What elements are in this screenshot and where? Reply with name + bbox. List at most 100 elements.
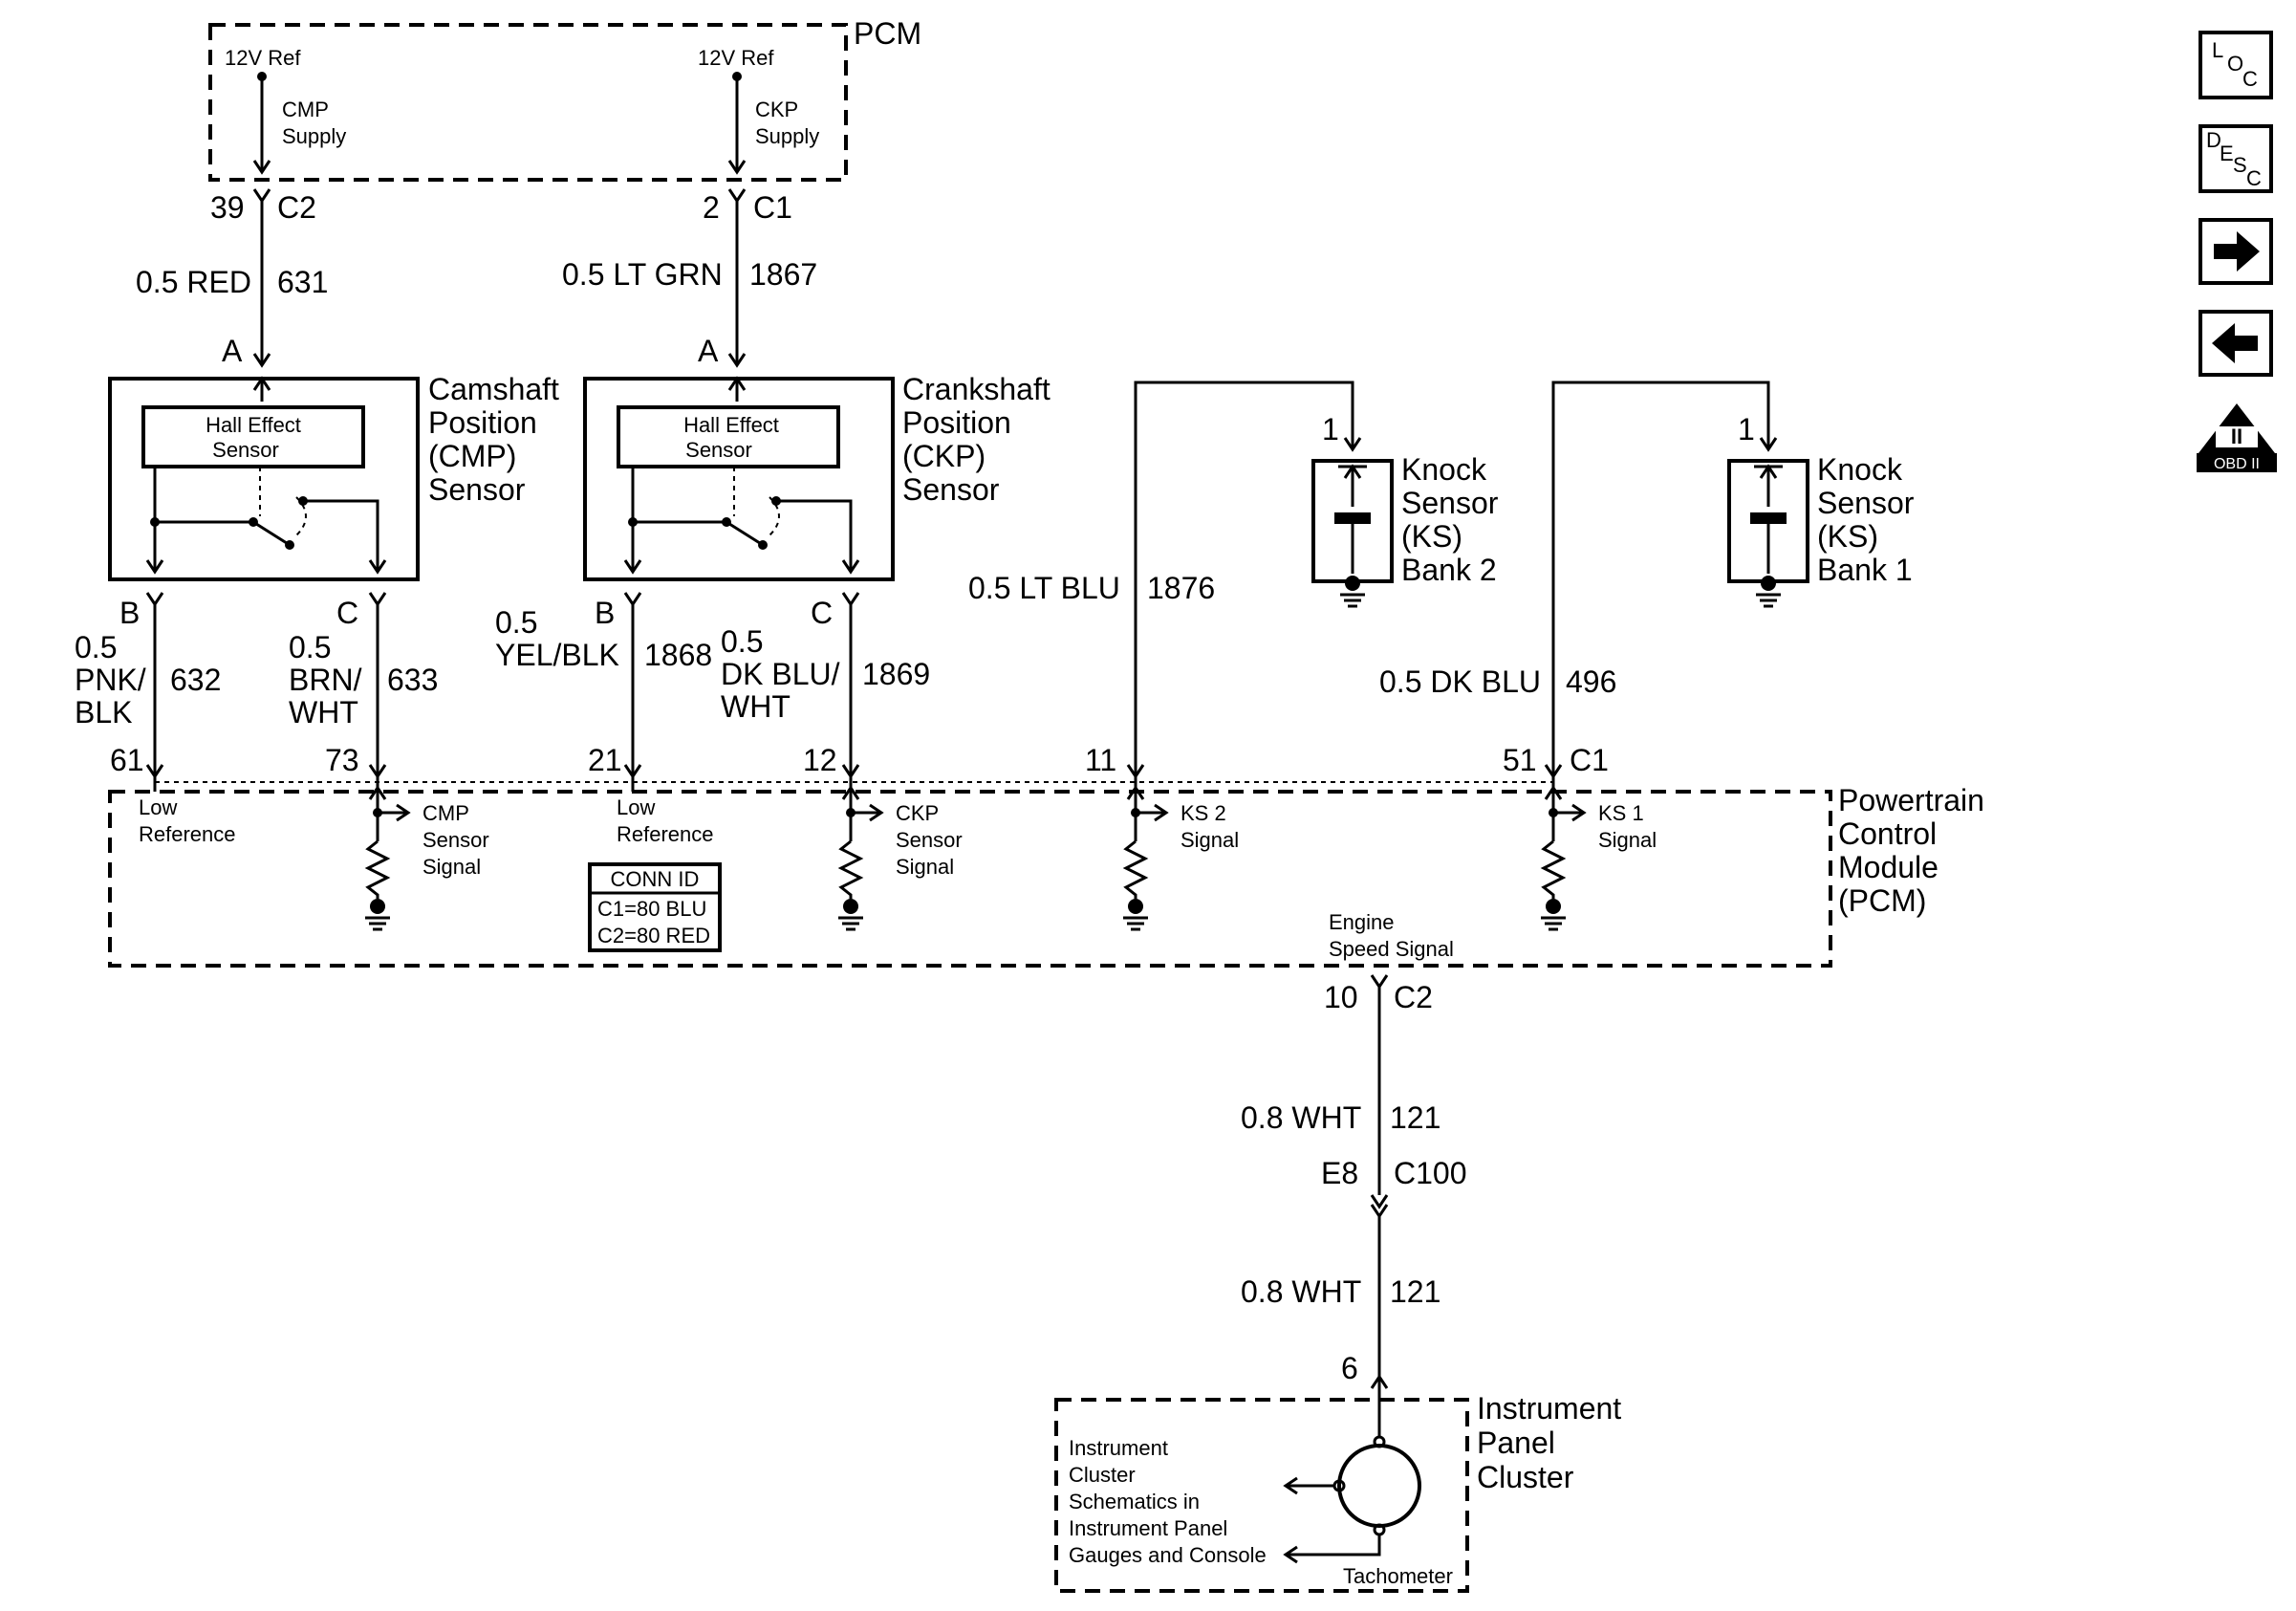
cluster-title-1: Instrument bbox=[1477, 1391, 1621, 1426]
cmp-hall-effect-box bbox=[141, 405, 365, 468]
pin-39: 39 bbox=[210, 190, 245, 225]
ckp-term-c: C bbox=[811, 596, 833, 630]
description-button[interactable]: D E S C bbox=[2199, 124, 2273, 193]
svg-text:E: E bbox=[2220, 142, 2234, 165]
wire-632-gauge-3: BLK bbox=[75, 695, 132, 729]
conn-id-c2: C2=80 RED bbox=[597, 924, 710, 947]
engine-speed-label-2: Speed Signal bbox=[1329, 937, 1454, 961]
engine-speed-label-1: Engine bbox=[1329, 910, 1395, 934]
cmp-signal-label-2: Sensor bbox=[422, 828, 489, 852]
svg-text:S: S bbox=[2233, 153, 2247, 177]
ckp-title-2: Position bbox=[902, 405, 1011, 440]
ckp-term-a: A bbox=[698, 334, 719, 368]
wire-633-gauge-2: BRN/ bbox=[289, 663, 362, 697]
ckp-input-ground-icon bbox=[838, 916, 863, 931]
pcm-title-2: Control bbox=[1838, 816, 1937, 851]
ckp-title-3: (CKP) bbox=[902, 439, 986, 473]
location-button[interactable]: L O C bbox=[2199, 31, 2273, 99]
ks2-title-1: Knock bbox=[1401, 452, 1487, 487]
wire-1868-gauge-1: 0.5 bbox=[495, 605, 537, 640]
pcm-pin-connector-symbols bbox=[145, 764, 1563, 779]
cluster-arrow-upper bbox=[1283, 1476, 1334, 1495]
wire-1869-gauge-2: DK BLU/ bbox=[721, 657, 840, 691]
pcm-tach-connector-symbol bbox=[1370, 974, 1389, 990]
ckp-input-circuit bbox=[837, 776, 884, 931]
pcm-conn-c1: C1 bbox=[1570, 743, 1609, 777]
wire-632-gauge-1: 0.5 bbox=[75, 630, 117, 664]
inline-conn-c100: C100 bbox=[1394, 1156, 1467, 1190]
wire-1869-gauge-1: 0.5 bbox=[721, 624, 763, 659]
ks2-ground-icon bbox=[1340, 593, 1365, 608]
wire-1868-gauge-2: YEL/BLK bbox=[495, 638, 619, 672]
cluster-arrow-lower bbox=[1283, 1535, 1381, 1564]
ks1-ground-icon bbox=[1756, 593, 1781, 608]
pcm-pin-21: 21 bbox=[588, 743, 622, 777]
pcm-module-boundary bbox=[108, 790, 1832, 968]
ks1-signal-label-2: Signal bbox=[1598, 828, 1657, 852]
ref-label-right: 12V Ref bbox=[698, 46, 774, 70]
conn-c2-top: C2 bbox=[277, 190, 316, 225]
wire-1868-circuit: 1868 bbox=[644, 638, 712, 672]
ks1-title-4: Bank 1 bbox=[1817, 553, 1913, 587]
ref-label-left: 12V Ref bbox=[225, 46, 301, 70]
cmp-sensor: A Hall Effect Sensor Camshaft Position (… bbox=[108, 334, 559, 630]
cmp-hall-label-1: Hall Effect bbox=[206, 413, 301, 437]
wire-121-upper-circuit: 121 bbox=[1390, 1100, 1440, 1135]
knock-sensor-bank-2: 1 Knock Sensor (KS) Bank 2 bbox=[1134, 381, 1499, 776]
wire-1869-gauge-3: WHT bbox=[721, 689, 791, 724]
cmp-signal-label-1: CMP bbox=[422, 801, 469, 825]
wire-1867-circuit: 1867 bbox=[749, 257, 817, 292]
ks2-input-ground-icon bbox=[1123, 916, 1148, 931]
ckp-sensor: A Hall Effect Sensor Crankshaft Position… bbox=[583, 334, 1051, 630]
pcm-module: Powertrain Control Module (PCM) Low Refe… bbox=[108, 776, 1984, 968]
next-button[interactable] bbox=[2199, 218, 2273, 285]
cmp-input-circuit bbox=[364, 776, 411, 931]
ckp-supply-label-1: CKP bbox=[755, 98, 798, 121]
ks1-pin-1: 1 bbox=[1738, 412, 1755, 446]
ks2-pin-1: 1 bbox=[1322, 412, 1339, 446]
tachometer-gauge-icon bbox=[1337, 1444, 1421, 1528]
wire-121-lower-circuit: 121 bbox=[1390, 1274, 1440, 1309]
cluster-connector-symbol bbox=[1370, 1374, 1389, 1389]
ckp-signal-label-2: Sensor bbox=[896, 828, 963, 852]
wire-1876-gauge: 0.5 LT BLU bbox=[968, 571, 1120, 605]
connector-39-symbol bbox=[252, 188, 271, 204]
ks1-input-ground-icon bbox=[1541, 916, 1566, 931]
cluster-note-5: Gauges and Console bbox=[1069, 1543, 1267, 1567]
ks2-title-3: (KS) bbox=[1401, 519, 1462, 554]
ckp-switch bbox=[633, 520, 764, 547]
conn-id-box: CONN ID C1=80 BLU C2=80 RED bbox=[588, 862, 722, 952]
svg-text:C: C bbox=[2246, 166, 2262, 190]
ks2-signal-label-1: KS 2 bbox=[1180, 801, 1226, 825]
instrument-panel-cluster: Instrument Panel Cluster Instrument Clus… bbox=[1054, 1388, 1621, 1593]
wire-121-upper-gauge: 0.8 WHT bbox=[1241, 1100, 1361, 1135]
ckp-signal-internal bbox=[776, 499, 860, 575]
obd-ii-button[interactable]: II OBD II bbox=[2197, 403, 2277, 472]
previous-button[interactable] bbox=[2199, 310, 2273, 377]
wire-1869-circuit: 1869 bbox=[862, 657, 930, 691]
pcm-title-1: Powertrain bbox=[1838, 783, 1984, 817]
wire-633-gauge-1: 0.5 bbox=[289, 630, 331, 664]
cmp-title-4: Sensor bbox=[428, 472, 526, 507]
conn-id-title: CONN ID bbox=[611, 867, 700, 891]
cmp-internal-arrow bbox=[252, 376, 271, 402]
wire-496-circuit: 496 bbox=[1566, 664, 1616, 699]
cmp-sensor-body bbox=[108, 377, 420, 581]
cmp-signal-internal bbox=[303, 499, 387, 575]
svg-text:OBD II: OBD II bbox=[2214, 456, 2260, 472]
pcm-title-3: Module bbox=[1838, 850, 1939, 884]
svg-text:L: L bbox=[2212, 38, 2223, 62]
wire-1876 bbox=[1134, 381, 1354, 776]
arrow-right-icon bbox=[2214, 231, 2260, 272]
pcm-top-block: PCM 12V Ref 12V Ref CMP Supply CKP Suppl… bbox=[208, 16, 921, 182]
ks1-input-circuit bbox=[1540, 776, 1587, 931]
pcm-pin-73: 73 bbox=[325, 743, 359, 777]
tach-conn-c2: C2 bbox=[1394, 980, 1433, 1014]
cmp-term-c: C bbox=[336, 596, 358, 630]
pcm-top-label: PCM bbox=[854, 16, 921, 51]
cmp-signal-label-3: Signal bbox=[422, 855, 481, 879]
wire-1876-circuit: 1876 bbox=[1147, 571, 1215, 605]
cmp-term-a-symbol bbox=[252, 353, 271, 368]
ks1-title-3: (KS) bbox=[1817, 519, 1878, 554]
